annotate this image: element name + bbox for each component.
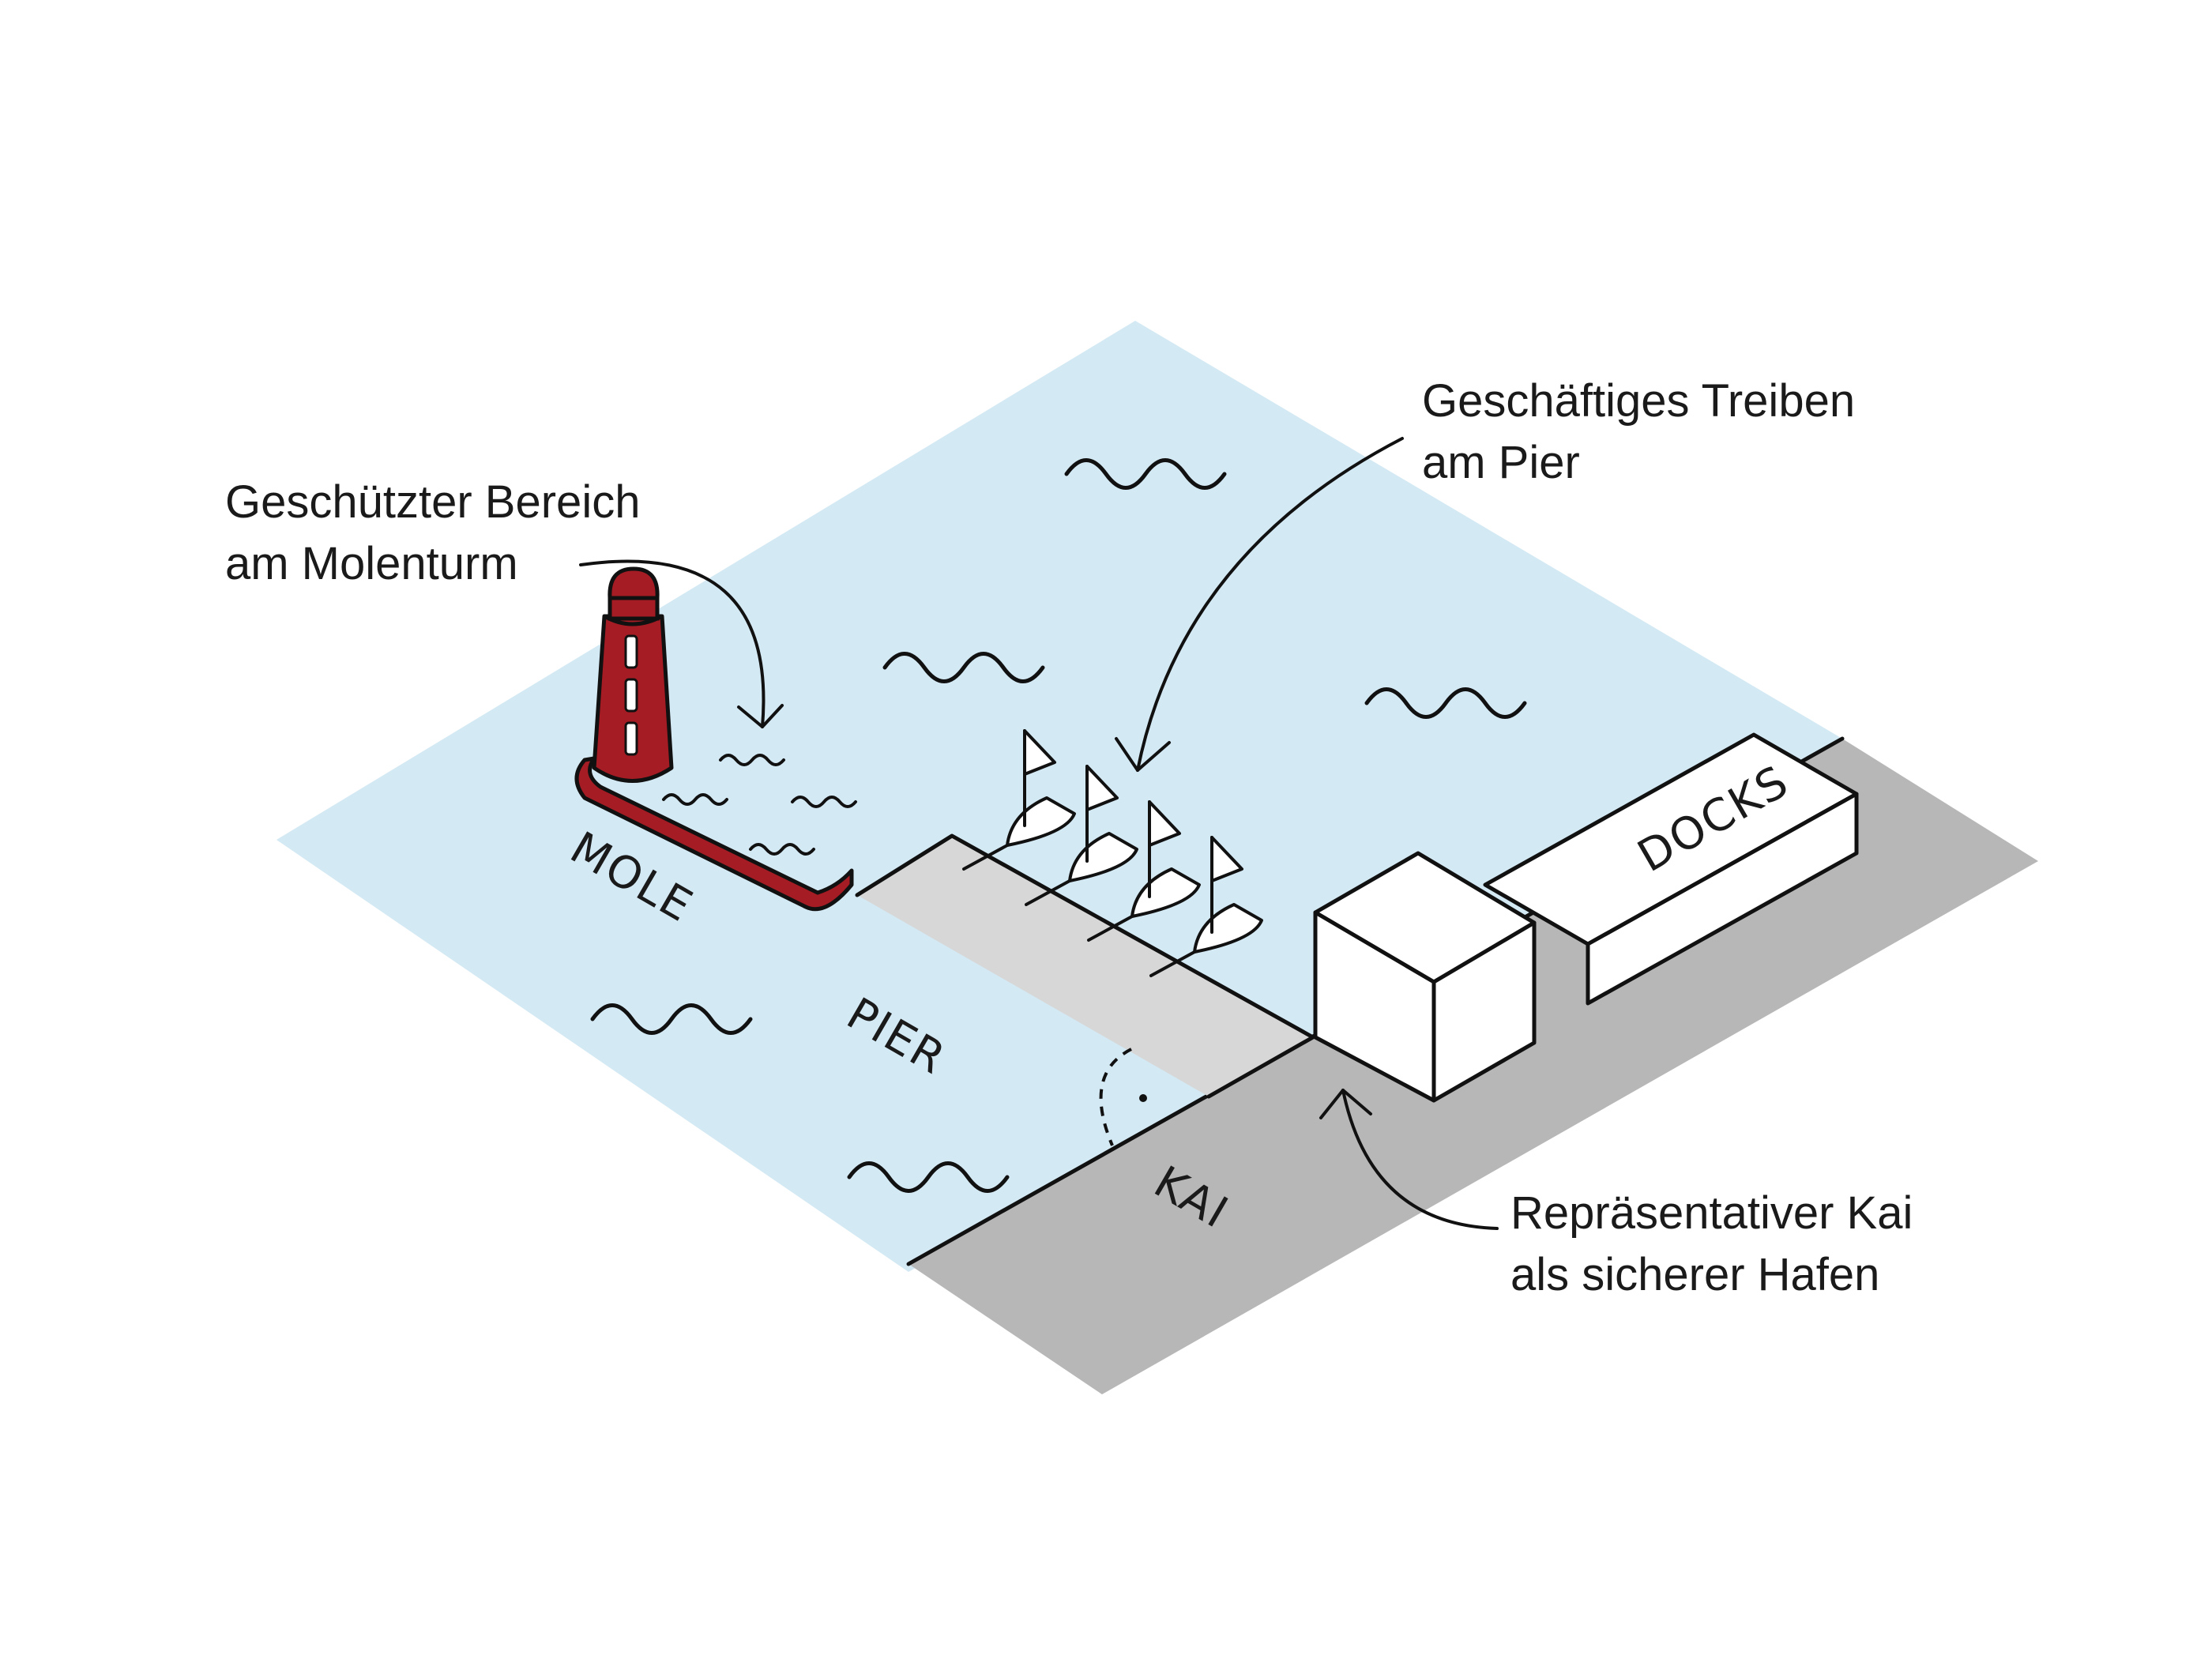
protected-area-line-1: Geschützter Bereich xyxy=(225,476,640,528)
curved-arrow-icon xyxy=(1319,1089,1499,1230)
quay-annotation: Repräsentativer Kai als sicherer Hafen xyxy=(1510,1187,1926,1300)
busy-pier-annotation: Geschäftiges Treiben am Pier xyxy=(1422,375,1868,488)
curved-arrow-icon xyxy=(579,559,784,728)
wave-icon xyxy=(882,652,1045,683)
sailboat-icon xyxy=(1087,800,1201,942)
sailboat-icon xyxy=(1149,836,1263,977)
wave-icon xyxy=(847,1161,1010,1193)
wave-icon xyxy=(1064,458,1227,490)
right-angle-marker xyxy=(1099,1048,1132,1146)
protected-area-annotation: Geschützter Bereich am Molenturm xyxy=(225,476,653,589)
cube-building xyxy=(1313,851,1537,1103)
mole-wall xyxy=(574,756,854,912)
water-area xyxy=(276,321,1842,1272)
wave-icon xyxy=(1364,687,1527,719)
wave-icons xyxy=(590,458,1527,1193)
quay-line-2: als sicherer Hafen xyxy=(1510,1249,1879,1300)
protected-area-line-2: am Molenturm xyxy=(225,538,518,589)
docks-building xyxy=(1483,732,1859,1006)
sailboats xyxy=(962,729,1263,977)
busy-pier-line-2: am Pier xyxy=(1422,437,1580,488)
lighthouse-icon xyxy=(592,566,674,783)
sailboat-icon xyxy=(962,729,1076,871)
busy-pier-line-1: Geschäftiges Treiben xyxy=(1422,375,1855,427)
sailboat-icon xyxy=(1025,765,1138,906)
calm-ripples xyxy=(662,754,857,856)
curved-arrow-icon xyxy=(1115,437,1404,772)
pier-area xyxy=(857,836,1313,1097)
pier-outline xyxy=(855,833,1315,1099)
right-angle-dot xyxy=(1139,1094,1147,1102)
wave-icon xyxy=(590,1003,753,1035)
quay-line-1: Repräsentativer Kai xyxy=(1510,1187,1913,1239)
